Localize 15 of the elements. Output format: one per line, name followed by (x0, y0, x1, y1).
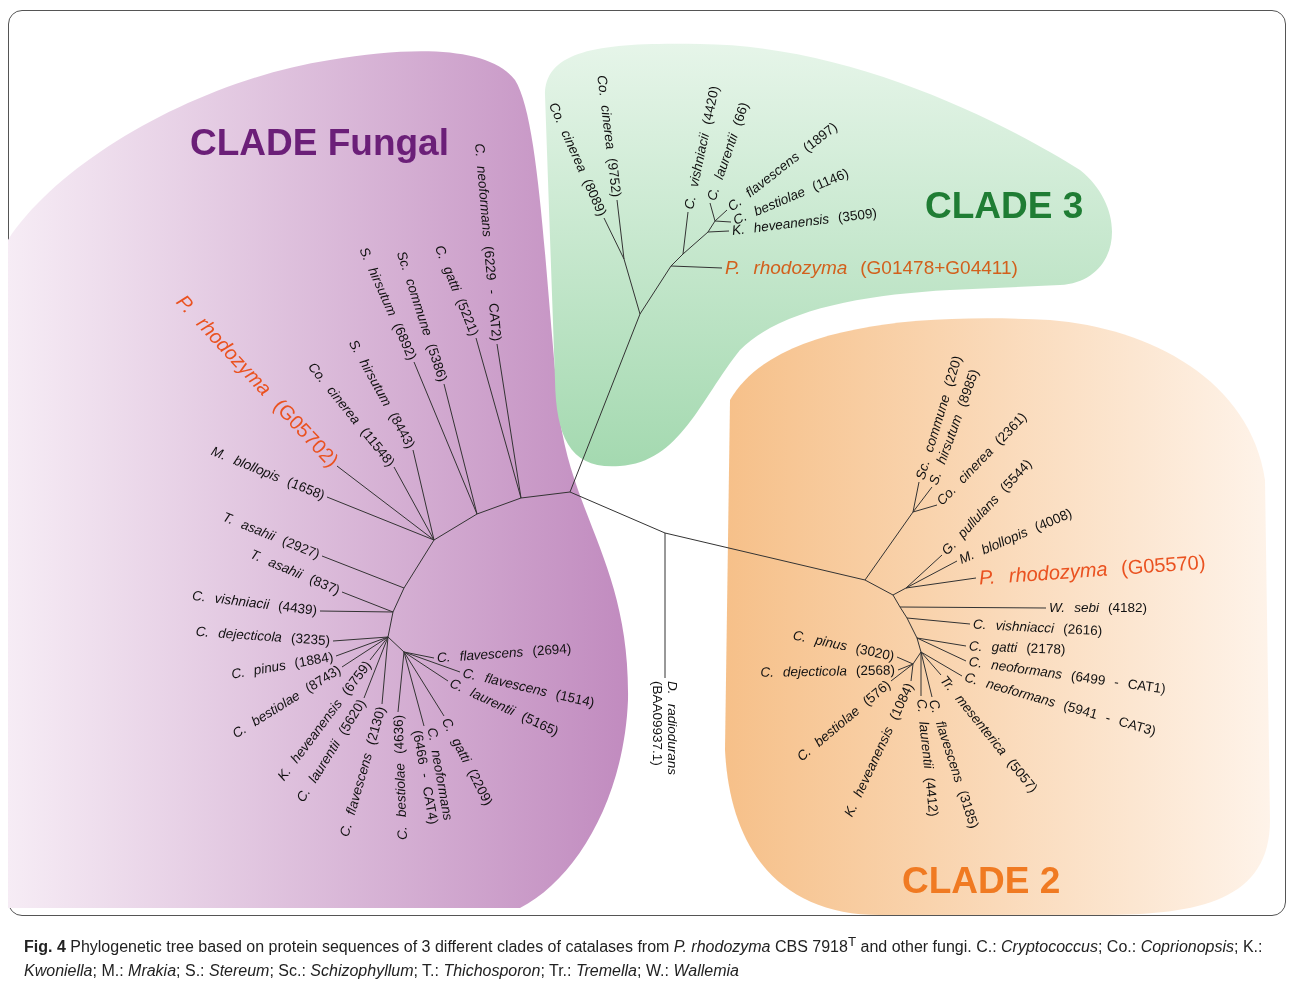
taxon-label: D. radiodurans (BAA09937.1) (649, 678, 681, 786)
taxon-label: C. gatti (2178) (965, 638, 1069, 658)
figure-caption: Fig. 4 Phylogenetic tree based on protein sequences of 3 different clades of catalases from P. rhodozyma CBS 7918$^{T}$ and other fungi. C.: Cryptococcus; Co.: Coprionopsis; K.: Kwoniella; M.: Mrakia; S.: Stereum; Sc.: Schizophyllum; T.: Thichosporon; Tr.: Tremella; W.: Wallemia (24, 933, 1264, 981)
taxon-label: C. flavescens (2694) (433, 640, 575, 666)
clade-heading: CLADE 3 (925, 187, 1084, 224)
taxon-label: C. dejecticola (2568) (757, 662, 899, 680)
taxon-label: C. vishniacii (4439) (188, 587, 321, 619)
taxon-label: P. rhodozyma (G01478+G04411) (722, 257, 1021, 279)
taxon-label: C. vishniacci (2616) (969, 616, 1106, 639)
taxon-label: C. dejecticola (3235) (192, 623, 334, 649)
clade-heading: CLADE 2 (902, 862, 1061, 899)
clade-heading: CLADE Fungal (190, 124, 449, 161)
taxon-label: C. pinus (3020) (788, 626, 899, 665)
taxon-label: C. bestiolae (4636) (390, 711, 411, 844)
taxon-label: W. sebi (4182) (1046, 600, 1151, 616)
